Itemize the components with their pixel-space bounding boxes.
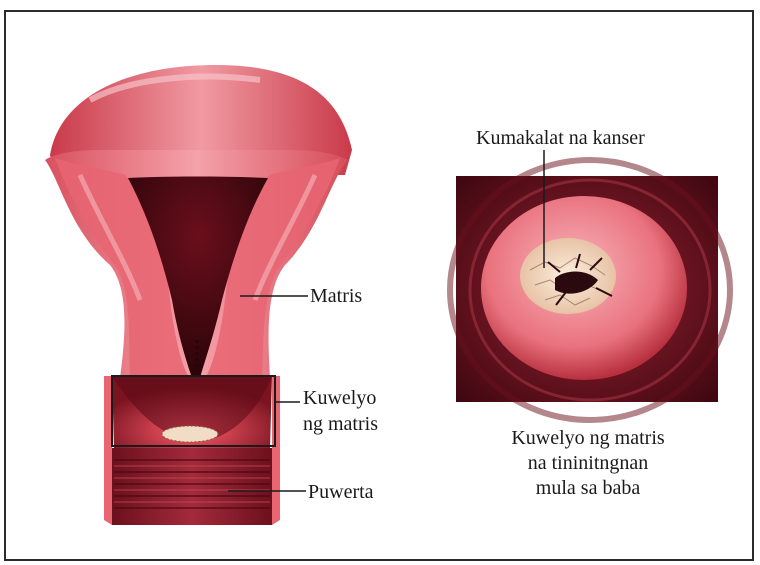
- uterus-illustration: [45, 65, 352, 420]
- inset-caption-line1: Kuwelyo ng matris: [468, 426, 708, 451]
- inset-caption: Kuwelyo ng matris na tininitngnan mula s…: [468, 426, 708, 501]
- label-cervix-line1: Kuwelyo: [303, 386, 376, 410]
- inset-caption-line3: mula sa baba: [468, 476, 708, 501]
- cervix-inset: [450, 160, 730, 420]
- label-cervix-line2: ng matris: [303, 412, 378, 436]
- label-spreading-cancer: Kumakalat na kanser: [476, 126, 645, 150]
- cervix-region: [112, 376, 272, 448]
- label-vagina: Puwerta: [308, 480, 374, 504]
- label-uterus: Matris: [310, 284, 362, 308]
- inset-caption-line2: na tininitngnan: [468, 451, 708, 476]
